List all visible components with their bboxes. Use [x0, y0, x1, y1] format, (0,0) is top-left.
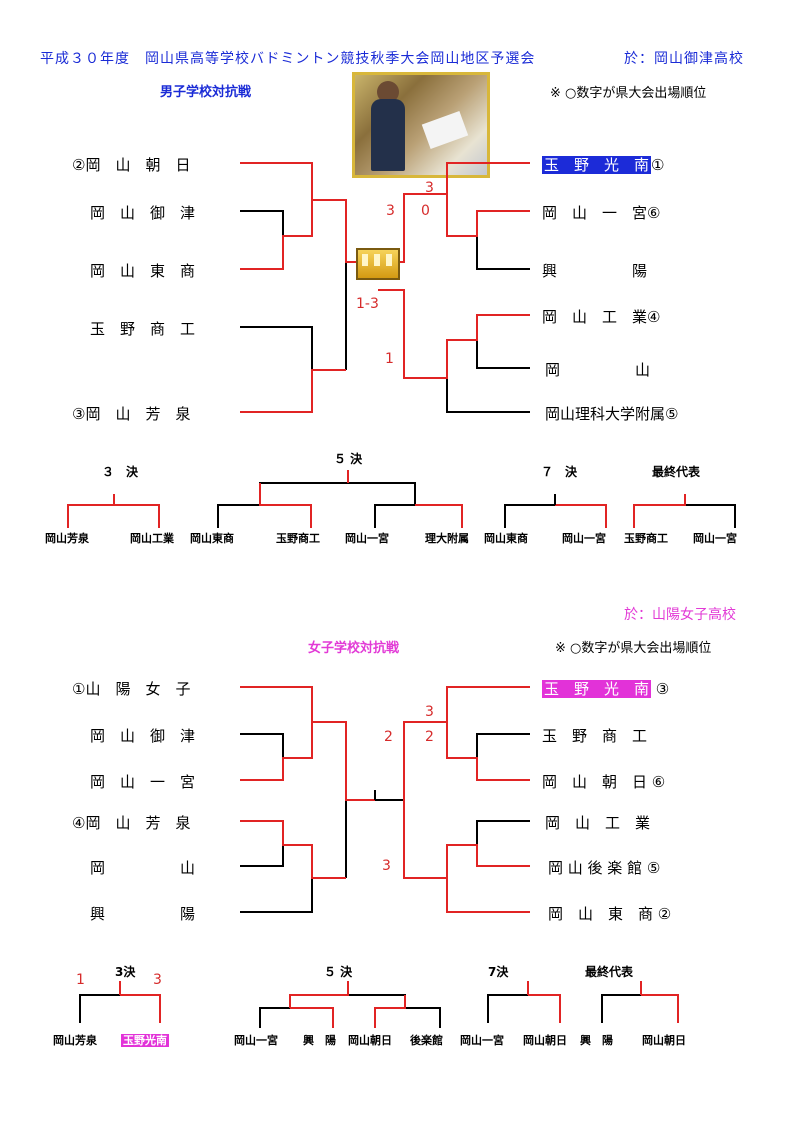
boys-final-team-2: 岡山一宮 [693, 532, 737, 545]
girls-note: ※ ○数字が県大会出場順位 [555, 641, 712, 656]
boys-winner-rank: ① [651, 156, 665, 174]
boys-final-title: 最終代表 [652, 465, 701, 479]
girls-score-semi-right: 2 [425, 729, 434, 745]
girls-seventh-team-1: 岡山一宮 [460, 1034, 504, 1047]
girls-fifth-team-3: 岡山朝日 [348, 1034, 392, 1047]
girls-winner-rank: ③ [655, 680, 670, 698]
girls-third-winner: 玉野光南 [121, 1034, 169, 1047]
boys-fifth-team-4: 理大附属 [425, 532, 469, 545]
boys-final-team-1: 玉野商工 [624, 532, 668, 545]
boys-venue: 於：岡山御津高校 [624, 51, 744, 67]
boys-score-final-top: 3 [425, 180, 434, 196]
girls-team-right-2: 玉 野 商 工 [542, 727, 648, 745]
girls-team-left-2: 岡 山 御 津 [90, 727, 196, 745]
girls-subtitle: 女子学校対抗戦 [308, 641, 400, 656]
boys-fifth-team-2: 玉野商工 [276, 532, 320, 545]
girls-final-team-2: 岡山朝日 [642, 1034, 686, 1047]
boys-score-lower: 1 [385, 351, 394, 367]
girls-team-right-1: 玉 野 光 南 ③ [542, 678, 669, 699]
boys-winner-highlight: 玉 野 光 南 [542, 156, 652, 174]
boys-team-right-4: 岡 山 工 業④ [542, 308, 661, 326]
boys-team-left-3: 岡 山 東 商 [90, 262, 196, 280]
boys-fifth-title: ５ 決 [334, 452, 363, 466]
boys-team-right-5: 岡 山 [545, 361, 651, 379]
boys-score-semi-left: 3 [386, 203, 395, 219]
girls-venue: 於：山陽女子高校 [624, 607, 736, 623]
boys-team-left-2: 岡 山 御 津 [90, 204, 196, 222]
girls-score-lower: 3 [382, 858, 391, 874]
boys-fifth-team-1: 岡山東商 [190, 532, 234, 545]
girls-team-right-4: 岡 山 工 業 [545, 814, 651, 832]
boys-score-final: 1-3 [356, 296, 379, 312]
boys-subtitle: 男子学校対抗戦 [160, 85, 252, 100]
boys-third-title: ３ 決 [102, 465, 139, 479]
boys-third-team-1: 岡山芳泉 [45, 532, 89, 545]
girls-score-final-top: 3 [425, 704, 434, 720]
girls-team-left-1: ①山 陽 女 子 [72, 680, 191, 698]
girls-team-left-4: ④岡 山 芳 泉 [72, 814, 191, 832]
boys-team-left-4: 玉 野 商 工 [90, 320, 196, 338]
boys-note: ※ ○数字が県大会出場順位 [550, 86, 707, 101]
boys-team-right-3: 興 陽 [542, 262, 648, 280]
girls-fifth-team-2: 興 陽 [303, 1034, 336, 1047]
tournament-title: 平成３０年度 岡山県高等学校バドミントン競技秋季大会岡山地区予選会 [40, 51, 536, 67]
boys-fifth-team-3: 岡山一宮 [345, 532, 389, 545]
boys-third-team-2: 岡山工業 [130, 532, 174, 545]
girls-third-team-2: 玉野光南 [121, 1032, 169, 1048]
girls-final-team-1: 興 陽 [580, 1034, 613, 1047]
girls-seventh-title: 7決 [488, 965, 509, 979]
boys-seventh-title: ７ 決 [541, 465, 578, 479]
boys-team-right-6: 岡山理科大学附属⑤ [545, 405, 679, 423]
boys-team-right-2: 岡 山 一 宮⑥ [542, 204, 661, 222]
girls-final-title: 最終代表 [585, 965, 634, 979]
award-photo [352, 72, 490, 178]
boys-seventh-team-2: 岡山一宮 [562, 532, 606, 545]
girls-team-left-3: 岡 山 一 宮 [90, 773, 196, 791]
girls-team-right-5: 岡 山 後 楽 館 ⑤ [548, 859, 661, 877]
boys-score-semi-right: 0 [421, 203, 430, 219]
trophy-icon [356, 248, 400, 280]
girls-third-score-2: 3 [153, 972, 162, 988]
girls-third-team-1: 岡山芳泉 [53, 1034, 97, 1047]
girls-score-semi-left: 2 [384, 729, 393, 745]
girls-team-right-6: 岡 山 東 商 ② [548, 905, 672, 923]
girls-winner-highlight: 玉 野 光 南 [542, 680, 652, 698]
girls-fifth-team-4: 後楽館 [410, 1034, 443, 1047]
boys-team-left-1: ②岡 山 朝 日 [72, 156, 191, 174]
girls-team-right-3: 岡 山 朝 日 ⑥ [542, 773, 666, 791]
girls-third-score-1: 1 [76, 972, 85, 988]
girls-team-left-6: 興 陽 [90, 905, 196, 923]
girls-fifth-team-1: 岡山一宮 [234, 1034, 278, 1047]
girls-fifth-title: ５ 決 [324, 965, 353, 979]
boys-seventh-team-1: 岡山東商 [484, 532, 528, 545]
girls-third-title: 3決 [115, 965, 136, 979]
girls-team-left-5: 岡 山 [90, 859, 196, 877]
boys-team-left-5: ③岡 山 芳 泉 [72, 405, 191, 423]
girls-seventh-team-2: 岡山朝日 [523, 1034, 567, 1047]
